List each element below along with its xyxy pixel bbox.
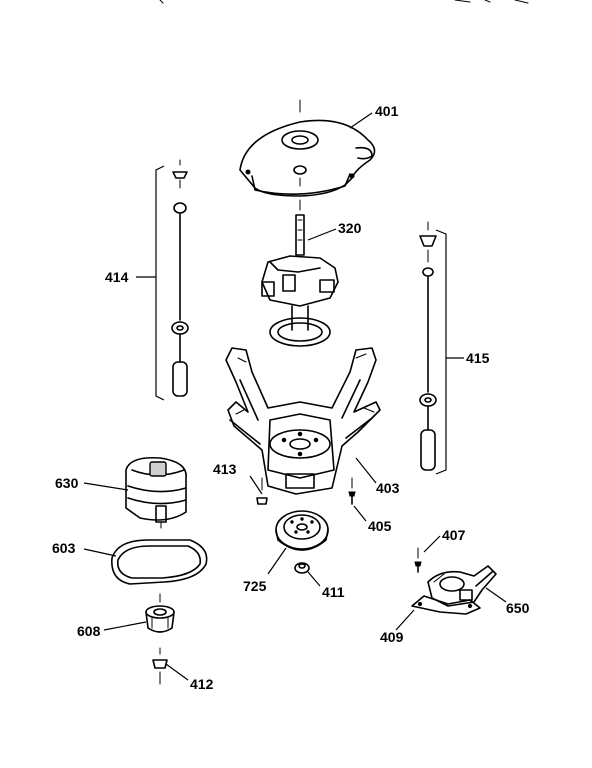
label-320: 320	[338, 220, 362, 236]
part-number-labels: 401 320 414 415 403 413 405 630 603 725 …	[52, 103, 530, 692]
label-411: 411	[322, 584, 345, 600]
label-608: 608	[77, 623, 101, 639]
part-suspension-rod-414	[171, 159, 189, 397]
label-650: 650	[506, 600, 530, 616]
bracket-415	[435, 229, 447, 475]
part-suspension-rod-415	[419, 221, 437, 471]
label-413: 413	[213, 461, 237, 477]
part-bracket-409	[411, 595, 481, 615]
bracket-414	[155, 165, 165, 401]
part-base-403	[225, 347, 381, 495]
part-pulley-608	[145, 593, 175, 633]
part-pulley-725	[275, 510, 329, 551]
part-belt-603	[111, 539, 208, 585]
part-nut-413	[256, 477, 268, 505]
label-412: 412	[190, 676, 214, 692]
label-405: 405	[368, 518, 392, 534]
label-403: 403	[376, 480, 400, 496]
part-cover-401	[239, 99, 376, 197]
label-725: 725	[243, 578, 267, 594]
label-407: 407	[442, 527, 466, 543]
part-screw-407	[414, 547, 422, 573]
label-401: 401	[375, 103, 399, 119]
label-415: 415	[466, 350, 490, 366]
part-nut-411	[294, 562, 310, 574]
label-630: 630	[55, 475, 79, 491]
leader-lines	[83, 112, 507, 681]
label-414: 414	[105, 269, 129, 285]
label-409: 409	[380, 629, 404, 645]
top-edge-marks	[159, 0, 529, 4]
part-clip-412	[152, 647, 168, 685]
part-screw-405	[348, 477, 356, 505]
label-603: 603	[52, 540, 76, 556]
part-motor-630	[125, 456, 187, 529]
part-transmission-320	[261, 199, 339, 347]
